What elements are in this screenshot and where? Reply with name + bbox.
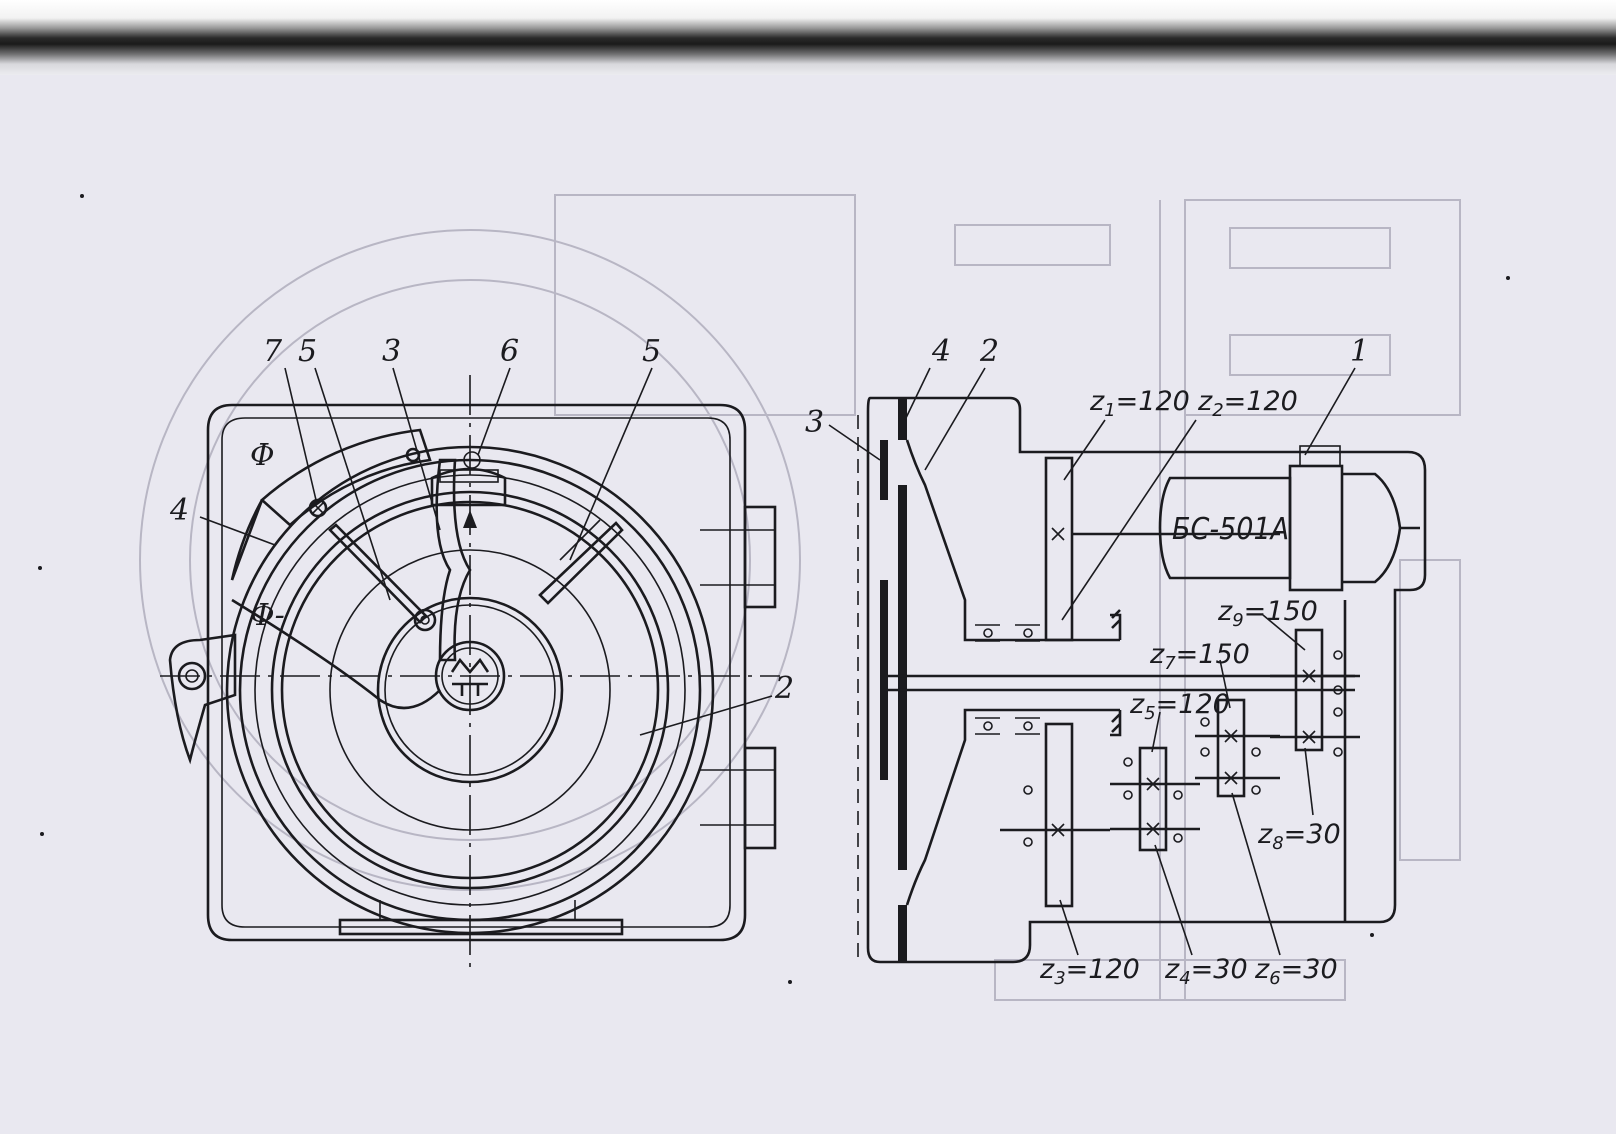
bleed-through-background — [139, 194, 1461, 1001]
gear-label-z2: z2=120 — [1197, 386, 1298, 421]
callout-5-left: 5 — [298, 334, 317, 369]
callout-6: 6 — [500, 334, 519, 369]
callout-3-right: 3 — [805, 405, 824, 440]
gear-label-z6: z6=30 — [1254, 954, 1338, 989]
right-view-housing — [857, 396, 1427, 964]
gear-label-z7: z7=150 — [1149, 639, 1250, 674]
housing-symbol-bottom: Φ- — [250, 598, 285, 633]
gear-label-z8: z8=30 — [1257, 819, 1341, 854]
motor — [1158, 445, 1420, 592]
callout-2-right: 2 — [979, 334, 999, 369]
callout-4-right: 4 — [931, 334, 951, 369]
callout-2-left: 2 — [774, 671, 794, 706]
gear-label-z9: z9=150 — [1217, 596, 1318, 631]
callout-7: 7 — [263, 334, 283, 369]
right-view-disk-section — [880, 398, 1355, 962]
left-callouts — [199, 367, 773, 736]
callout-1: 1 — [1350, 334, 1369, 369]
scan-specks — [38, 194, 1510, 984]
pen-arms — [231, 447, 624, 710]
gear-train — [1000, 456, 1360, 922]
callout-5-right: 5 — [642, 334, 661, 369]
gear-label-z5: z5=120 — [1129, 689, 1230, 724]
callout-4-left: 4 — [169, 493, 189, 528]
left-view-centerlines — [160, 375, 780, 975]
housing-symbol-top: Φ — [250, 438, 275, 473]
scan-edge-shadow — [0, 0, 1616, 75]
right-callouts-leaders — [828, 367, 1356, 956]
motor-label: БС-501А — [1172, 512, 1289, 547]
gear-label-z3: z3=120 — [1039, 954, 1140, 989]
callout-3-left: 3 — [382, 334, 401, 369]
gear-label-z4: z4=30 — [1164, 954, 1248, 989]
gear-label-z1: z1=120 — [1089, 386, 1190, 421]
